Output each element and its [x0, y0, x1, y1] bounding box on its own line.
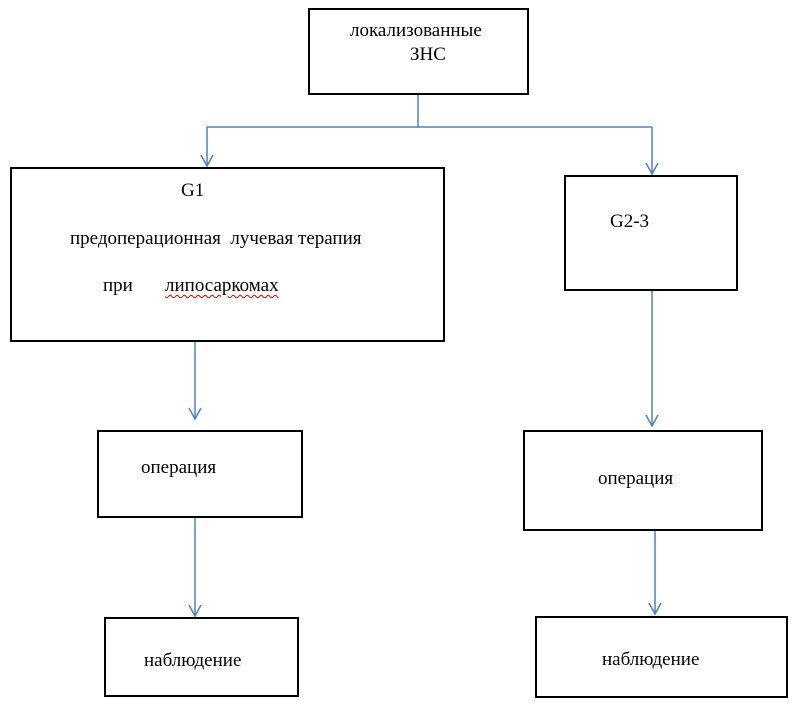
- node-left-branch-line3-word: липосаркомах: [165, 275, 279, 296]
- node-left-operation: [97, 430, 303, 518]
- arrowhead-right-observation: [648, 602, 662, 616]
- node-right-observation-label: наблюдение: [602, 649, 700, 670]
- node-left-branch: [10, 167, 445, 342]
- node-right-observation: [535, 616, 788, 698]
- node-root-line1: локализованные: [350, 20, 482, 41]
- node-left-branch-line3-prefix: при: [103, 275, 133, 296]
- node-left-observation: [104, 617, 299, 697]
- node-left-operation-label: операция: [141, 457, 217, 478]
- node-left-branch-grade: G1: [181, 180, 205, 201]
- node-right-operation-label: операция: [598, 468, 674, 489]
- arrowhead-left-observation: [188, 604, 202, 618]
- node-root-line2: ЗНС: [410, 44, 446, 65]
- arrowhead-right-branch: [645, 162, 659, 176]
- node-left-observation-label: наблюдение: [144, 650, 242, 671]
- node-left-branch-line2: предоперационная лучевая терапия: [70, 228, 362, 249]
- node-right-operation: [523, 430, 763, 531]
- node-root: [308, 8, 529, 95]
- node-right-branch: [564, 175, 738, 291]
- arrowhead-left-branch: [200, 154, 214, 168]
- arrowhead-right-operation: [645, 414, 659, 428]
- arrowhead-left-operation: [188, 407, 202, 421]
- node-right-branch-grade: G2-3: [610, 211, 650, 232]
